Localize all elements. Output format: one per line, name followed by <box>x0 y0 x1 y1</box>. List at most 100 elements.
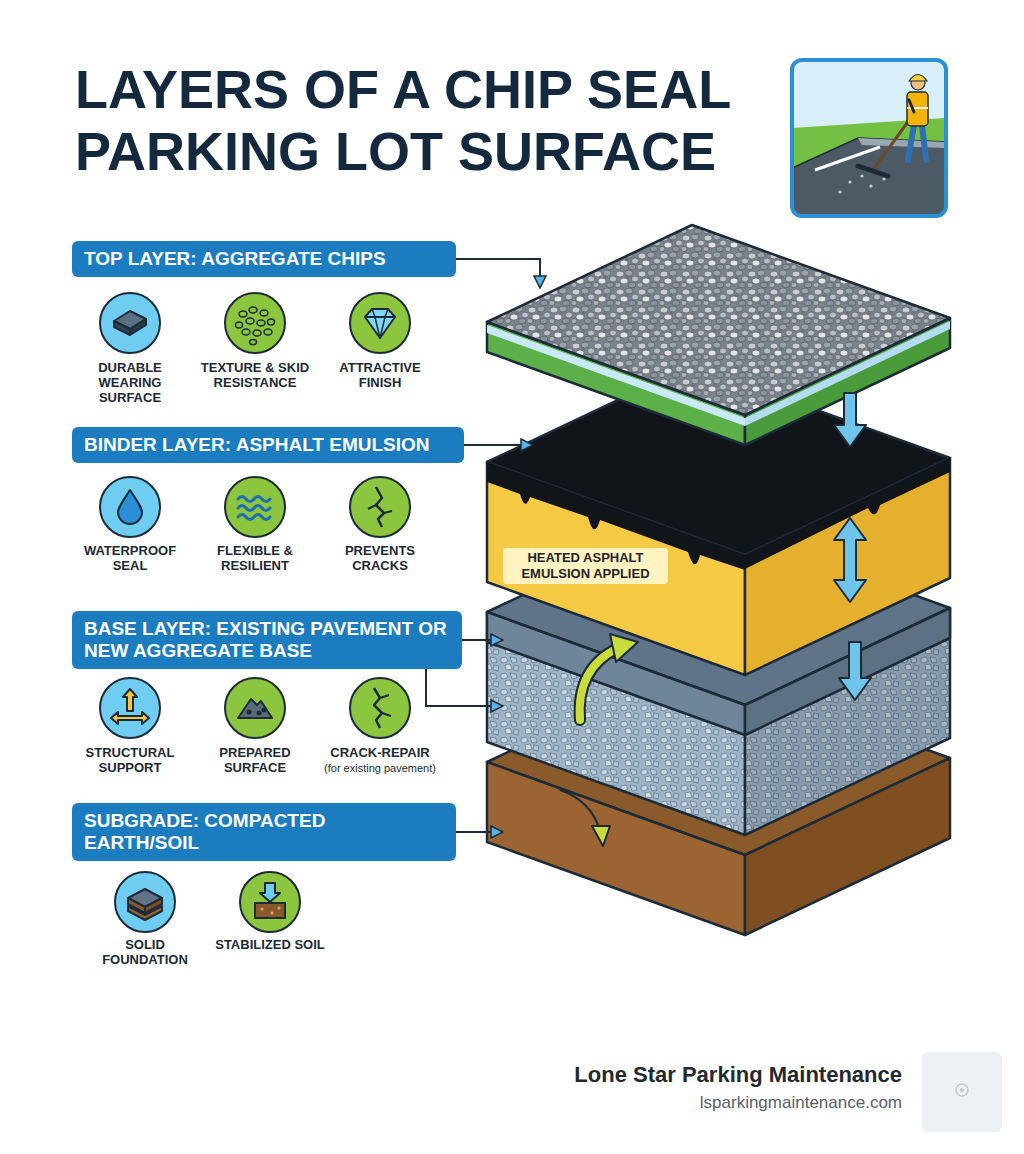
finish-icon <box>350 293 410 353</box>
diagram-title: LAYERS OF A CHIP SEAL PARKING LOT SURFAC… <box>75 58 795 182</box>
benefit-caption: STRUCTURAL SUPPORT <box>71 745 189 775</box>
worker-inset-part-part <box>848 180 851 183</box>
flow-arrows-part <box>580 648 618 720</box>
texture-icon-part-part <box>242 329 250 335</box>
leader-line <box>426 669 503 706</box>
texture-icon-part-part <box>239 311 247 317</box>
worker-inset-part-part <box>908 125 914 160</box>
foundation-icon-part <box>128 906 162 920</box>
support-icon <box>100 678 160 738</box>
stabilized-soil-icon-part <box>271 912 274 915</box>
support-icon-part <box>100 678 160 738</box>
footer-badge-part <box>922 1052 1002 1132</box>
flow-arrows-part <box>834 393 866 447</box>
stabilized-soil-icon-part <box>261 908 264 911</box>
worker-inset-part-part <box>922 125 926 160</box>
worker-inset-part-part <box>858 166 888 176</box>
prepared-surface-icon-part <box>225 678 285 738</box>
texture-icon-part-part <box>260 310 268 316</box>
texture-icon-part-part <box>268 319 275 325</box>
waterproof-icon-part <box>118 490 142 524</box>
texture-icon-part <box>236 307 275 345</box>
texture-icon-part-part <box>264 329 272 335</box>
wearing-surface-icon <box>100 293 160 353</box>
benefit-caption: PREPARED SURFACE <box>200 745 310 775</box>
footer-badge-part <box>956 1084 968 1096</box>
prepared-surface-icon-part <box>248 711 251 714</box>
texture-icon-part-part <box>249 307 257 313</box>
leader-line <box>462 639 503 641</box>
worker-inset-part-part <box>860 174 863 177</box>
benefit-caption: TEXTURE & SKID RESISTANCE <box>194 360 316 390</box>
aggregate-slab <box>487 225 950 445</box>
waterproof-icon-part <box>100 477 160 537</box>
callout-note: HEATED ASPHALT EMULSION APPLIED <box>503 548 668 584</box>
layer-label-box: BINDER LAYER: ASPHALT EMULSION <box>72 427 464 463</box>
layer-label-text: BASE LAYER: EXISTING PAVEMENT OR NEW AGG… <box>84 618 450 662</box>
benefit-caption: STABILIZED SOIL <box>211 937 329 952</box>
flexible-icon-part-part <box>238 515 270 520</box>
benefit-caption: PREVENTS CRACKS <box>325 543 435 573</box>
leader-lines <box>426 259 540 832</box>
worker-inset-part-part <box>858 138 946 148</box>
prepared-surface-icon-part <box>238 699 272 718</box>
finish-icon-part <box>350 293 410 353</box>
flexible-icon-part <box>225 477 285 537</box>
crack-repair-icon-part <box>380 695 391 716</box>
worker-inset-part-part <box>815 147 880 170</box>
worker-inset-part-part <box>907 107 928 109</box>
crack-icon <box>350 477 410 537</box>
worker-inset-part <box>792 60 946 216</box>
flow-arrows-part <box>839 642 871 700</box>
crack-icon-part <box>368 505 392 513</box>
crack-repair-icon-part <box>350 678 410 738</box>
prepared-surface-icon <box>225 678 285 738</box>
benefit-caption: SOLID FOUNDATION <box>86 937 204 967</box>
benefit-caption: ATTRACTIVE FINISH <box>325 360 435 390</box>
layer-label-text: TOP LAYER: AGGREGATE CHIPS <box>84 248 444 270</box>
benefit-caption: DURABLE WEARING SURFACE <box>82 360 178 405</box>
benefit-caption: CRACK-REPAIR <box>321 745 439 760</box>
worker-inset-part-part <box>907 92 928 126</box>
flexible-icon <box>225 477 285 537</box>
benefit-caption: FLEXIBLE & RESILIENT <box>200 543 310 573</box>
crack-icon-part <box>376 487 384 527</box>
support-icon-part <box>123 689 137 711</box>
foundation-icon-part <box>115 872 175 932</box>
flexible-icon-part-part <box>238 497 270 502</box>
stabilized-soil-icon-part <box>240 872 300 932</box>
flexible-icon-part <box>238 497 270 520</box>
texture-icon-part-part <box>236 322 243 328</box>
prepared-surface-icon-part <box>263 709 266 712</box>
worker-inset-part-part <box>792 118 946 216</box>
flow-arrows-part <box>580 648 618 720</box>
texture-icon-part-part <box>246 318 254 324</box>
finish-icon-part <box>365 309 395 338</box>
layer-label-box: BASE LAYER: EXISTING PAVEMENT OR NEW AGG… <box>72 611 462 669</box>
worker-inset <box>792 60 946 216</box>
flow-arrows <box>560 393 871 846</box>
aggregate-slab-part <box>487 225 950 415</box>
note-text: (for existing pavement) <box>305 762 455 775</box>
flexible-icon-part-part <box>238 506 270 511</box>
support-icon-part <box>111 712 149 724</box>
footer-badge <box>922 1052 1002 1132</box>
finish-icon-part <box>365 316 395 318</box>
note-text: HEATED ASPHALT EMULSION APPLIED <box>507 550 664 582</box>
leader-line <box>456 259 540 288</box>
binder-slab-part <box>745 458 950 675</box>
texture-icon <box>225 293 285 353</box>
binder-slab-part <box>487 462 745 675</box>
texture-icon-part <box>225 293 285 353</box>
flow-arrows-part <box>610 634 638 662</box>
layer-label-box: TOP LAYER: AGGREGATE CHIPS <box>72 241 456 277</box>
texture-icon-part-part <box>250 339 257 344</box>
benefit-caption: WATERPROOF SEAL <box>71 543 189 573</box>
crack-repair-icon-part <box>374 688 382 728</box>
stabilized-soil-icon-part <box>255 903 285 918</box>
flow-arrows-part <box>834 518 866 602</box>
layer-label-box: SUBGRADE: COMPACTED EARTH/SOIL <box>72 803 456 861</box>
worker-inset-part-part <box>909 75 927 82</box>
layer-label-text: SUBGRADE: COMPACTED EARTH/SOIL <box>84 810 444 854</box>
